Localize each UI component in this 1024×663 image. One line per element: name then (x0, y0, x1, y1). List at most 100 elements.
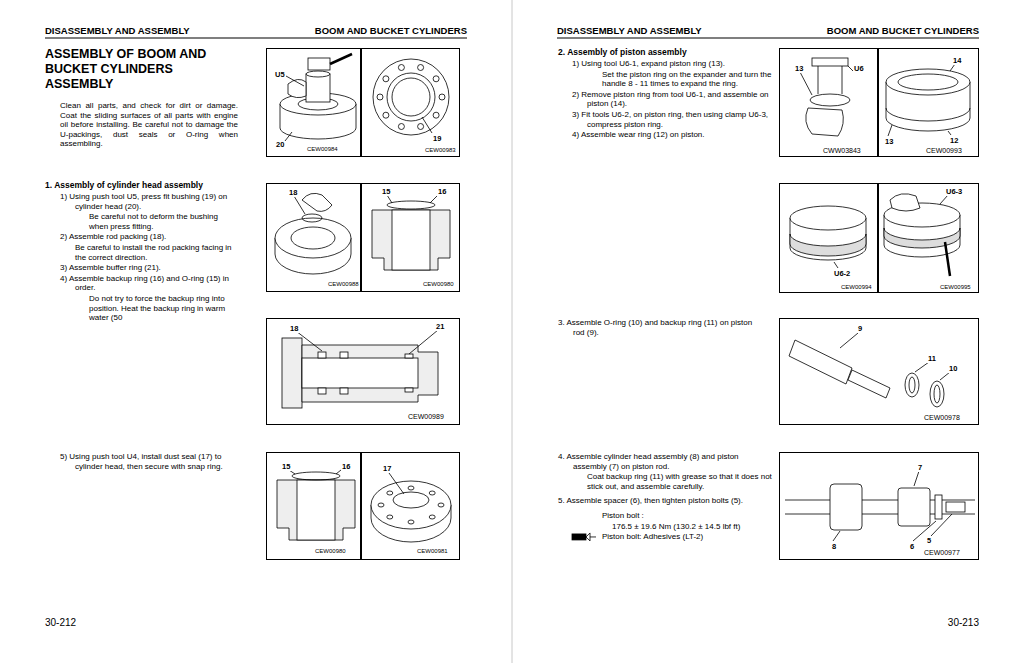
rod-assembly-figure (914, 471, 919, 486)
head-long-section (302, 345, 438, 402)
callout-number: 6 (909, 543, 915, 551)
head-long-section (282, 338, 302, 408)
flange-perspective (371, 473, 451, 542)
figure-frame: 1821CEW00989 (266, 318, 460, 425)
figure-frame: 18CEW00988 (266, 183, 361, 292)
instruction-text: Piston bolt : (602, 511, 772, 521)
callout-number: 17 (382, 465, 392, 473)
rod-assembly-figure (931, 514, 952, 536)
callout-number: 13 (794, 65, 804, 73)
piston-rod-figure (905, 373, 919, 397)
piston-clamp-figure (790, 206, 866, 230)
flange-view (383, 76, 389, 82)
head-section (387, 195, 392, 203)
piston-rod-figure (930, 381, 944, 407)
press-fit-figure (280, 54, 356, 141)
head-long-section (302, 358, 418, 388)
head-section (430, 195, 438, 203)
clamp-hand-figure (945, 242, 950, 276)
page-header: DISASSEMBLY AND ASSEMBLY (45, 25, 265, 36)
head-section (292, 472, 340, 480)
expander-tool-figure (812, 58, 848, 66)
flange-perspective (408, 520, 414, 524)
callout-number: U5 (274, 71, 286, 79)
callout-number: 21 (435, 323, 445, 331)
instruction-text: 176.5 ± 19.6 Nm (130.2 ± 14.5 lbf ft) (612, 522, 774, 532)
instruction-text: Be careful not to deform the bushing whe… (89, 212, 239, 231)
instruction-text: 1) Using tool U6-1, expand piston ring (… (572, 59, 772, 69)
head-long-section (340, 352, 348, 358)
rod-packing-figure (294, 196, 305, 214)
instruction-text: 2) Assemble rod packing (18). (60, 232, 245, 242)
figure-frame: 7865CEW00977 (779, 452, 979, 560)
callout-number: 8 (831, 543, 837, 551)
expander-tool-figure (810, 94, 850, 106)
callout-number: U6-2 (833, 270, 851, 278)
piston-rod-figure (909, 377, 915, 393)
callout-number: 19 (432, 135, 442, 143)
head-long-section (340, 388, 348, 394)
instruction-text: 4. Assemble cylinder head assembly (8) a… (558, 452, 768, 471)
piston-figure (888, 125, 892, 136)
callout-number: 5 (926, 537, 932, 545)
head-long-section (405, 354, 413, 358)
piston-rod-figure (789, 340, 852, 384)
expander-tool-figure (842, 66, 843, 94)
instruction-text: 3) Assemble buffer ring (21). (60, 263, 245, 273)
piston-clamp-figure (790, 234, 866, 256)
rod-assembly-figure (833, 531, 840, 541)
callout-number: U6-3 (945, 188, 963, 196)
rod-assembly-figure (898, 488, 930, 526)
expander-tool-figure (800, 58, 853, 136)
figure-frame: 1516CEW00980 (266, 452, 361, 560)
flange-view (387, 73, 435, 121)
piston-clamp-figure (790, 206, 866, 268)
figure-code: CEW00988 (327, 281, 360, 288)
callout-number: 10 (948, 365, 958, 373)
rod-assembly-figure (830, 484, 862, 530)
press-fit-figure (308, 58, 330, 70)
flange-perspective (429, 515, 435, 519)
head-section (372, 195, 450, 270)
adhesive-symbol (572, 534, 586, 540)
instruction-text: 4) Assemble wear ring (12) on piston. (572, 130, 772, 140)
page-rules (512, 0, 513, 663)
head-long-section (409, 330, 438, 354)
page-header: DISASSEMBLY AND ASSEMBLY (557, 25, 777, 36)
clamp-hand-figure (884, 228, 960, 248)
figure-frame: U6-2CEW00994 (779, 183, 878, 293)
illustration-layer (275, 54, 975, 542)
head-long-section (318, 388, 326, 394)
instruction-text: Set the piston ring on the expander and … (602, 70, 774, 89)
head-long-section (318, 352, 326, 358)
figure-code: CEW00989 (407, 413, 445, 421)
figure-code: CEW00984 (306, 146, 339, 153)
figure-frame: 91110CEW00978 (779, 318, 979, 425)
head-long-section (405, 388, 413, 392)
adhesive-symbol (572, 533, 596, 541)
figure-frame: 141312CEW00993 (878, 48, 979, 157)
instruction-text: 5) Using push tool U4, install dust seal… (60, 452, 245, 471)
flange-perspective (387, 491, 393, 495)
callout-number: 13 (884, 138, 894, 146)
rod-assembly-figure (946, 502, 965, 512)
rod-packing-figure (275, 193, 351, 274)
rod-assembly-figure (785, 471, 975, 541)
piston-figure (886, 69, 970, 95)
figure-frame: U520CEW00984 (266, 48, 361, 157)
rod-assembly-figure (935, 495, 942, 519)
flange-view (398, 124, 404, 130)
callout-number: 7 (917, 464, 923, 472)
clamp-hand-figure (884, 194, 960, 276)
figure-frame: 17CEW00981 (361, 452, 460, 560)
piston-figure (948, 131, 951, 135)
rod-assembly-figure (913, 521, 936, 541)
piston-figure (886, 108, 970, 121)
figure-code: CEW00980 (422, 281, 455, 288)
flange-perspective (389, 473, 404, 494)
figure-code: CEW00993 (925, 147, 963, 155)
adhesive-symbol (590, 536, 596, 537)
flange-view (418, 65, 424, 71)
clamp-hand-figure (890, 194, 920, 211)
